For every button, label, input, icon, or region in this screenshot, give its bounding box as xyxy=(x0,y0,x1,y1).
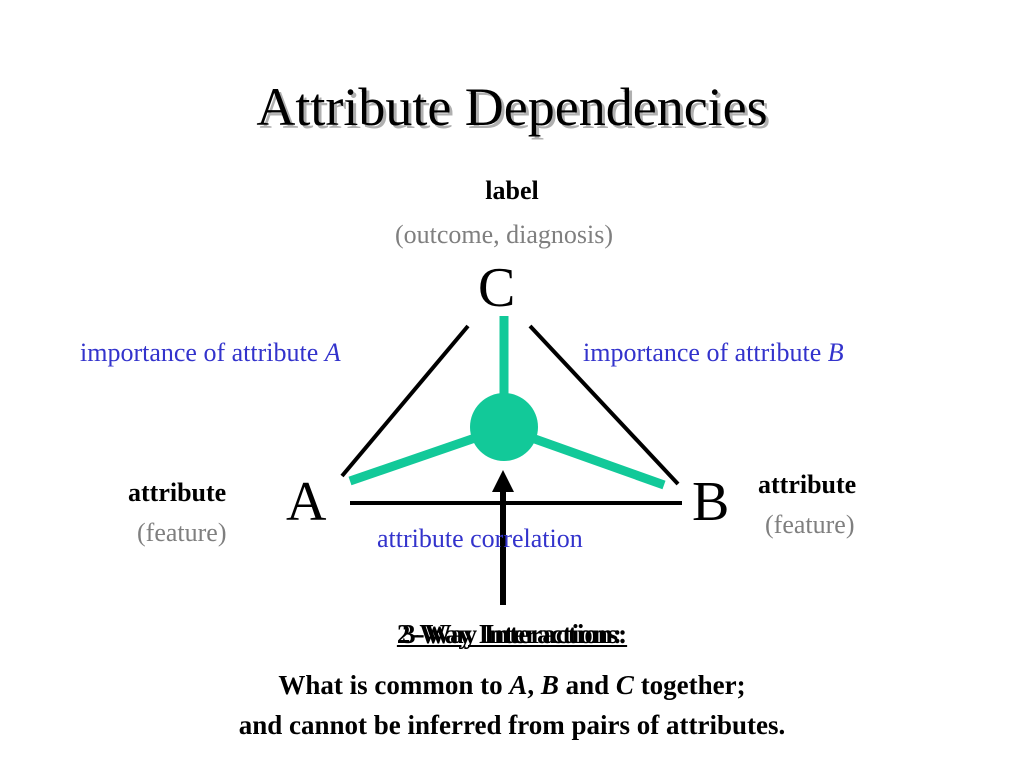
desc-and: and xyxy=(558,670,616,700)
desc-sep: , xyxy=(527,670,541,700)
desc-var-a: A xyxy=(509,670,528,700)
desc-var-b: B xyxy=(540,670,559,700)
node-c-letter: C xyxy=(478,257,516,319)
interaction-heading-3way: 3-Way Interaction: xyxy=(402,619,622,649)
interaction-description-1: What is common to A, B and C together; xyxy=(0,665,1024,705)
node-b-label: attribute xyxy=(758,470,857,499)
edge-cb-var: B xyxy=(827,338,844,367)
interaction-heading: 2-Way Interactions: 3-Way Interaction: xyxy=(0,614,1024,665)
interaction-heading-stack: 2-Way Interactions: 3-Way Interaction: xyxy=(362,614,662,654)
bottom-text: 2-Way Interactions: 3-Way Interaction: W… xyxy=(0,614,1024,745)
pointer-arrow-head xyxy=(492,470,514,492)
desc-suffix: together; xyxy=(633,670,746,700)
edge-ca-text: importance of attribute xyxy=(80,338,325,367)
edge-cb-line xyxy=(528,324,680,486)
edge-cb-text: importance of attribute xyxy=(583,338,828,367)
edge-ca-label: importance of attribute A xyxy=(80,338,341,368)
desc-var-c: C xyxy=(615,670,634,700)
edge-ab-label: attribute correlation xyxy=(377,524,583,553)
edge-cb-label: importance of attribute B xyxy=(583,338,844,368)
node-c-sublabel: (outcome, diagnosis) xyxy=(394,220,614,249)
node-a-sublabel: (feature) xyxy=(137,518,227,547)
desc-prefix: What is common to xyxy=(278,670,510,700)
interaction-heading-2way: 2-Way Interactions: xyxy=(396,619,628,649)
node-a-label: attribute xyxy=(128,478,227,507)
edge-ca-var: A xyxy=(324,338,341,367)
node-b-sublabel: (feature) xyxy=(765,510,855,539)
edge-ca-line xyxy=(340,324,470,478)
page-title: Attribute Dependencies xyxy=(256,77,768,137)
interaction-hub xyxy=(470,393,538,461)
interaction-description-2: and cannot be inferred from pairs of att… xyxy=(238,710,786,740)
node-c-label: label xyxy=(485,176,539,205)
node-a-letter: A xyxy=(286,471,327,533)
node-b-letter: B xyxy=(692,471,730,533)
